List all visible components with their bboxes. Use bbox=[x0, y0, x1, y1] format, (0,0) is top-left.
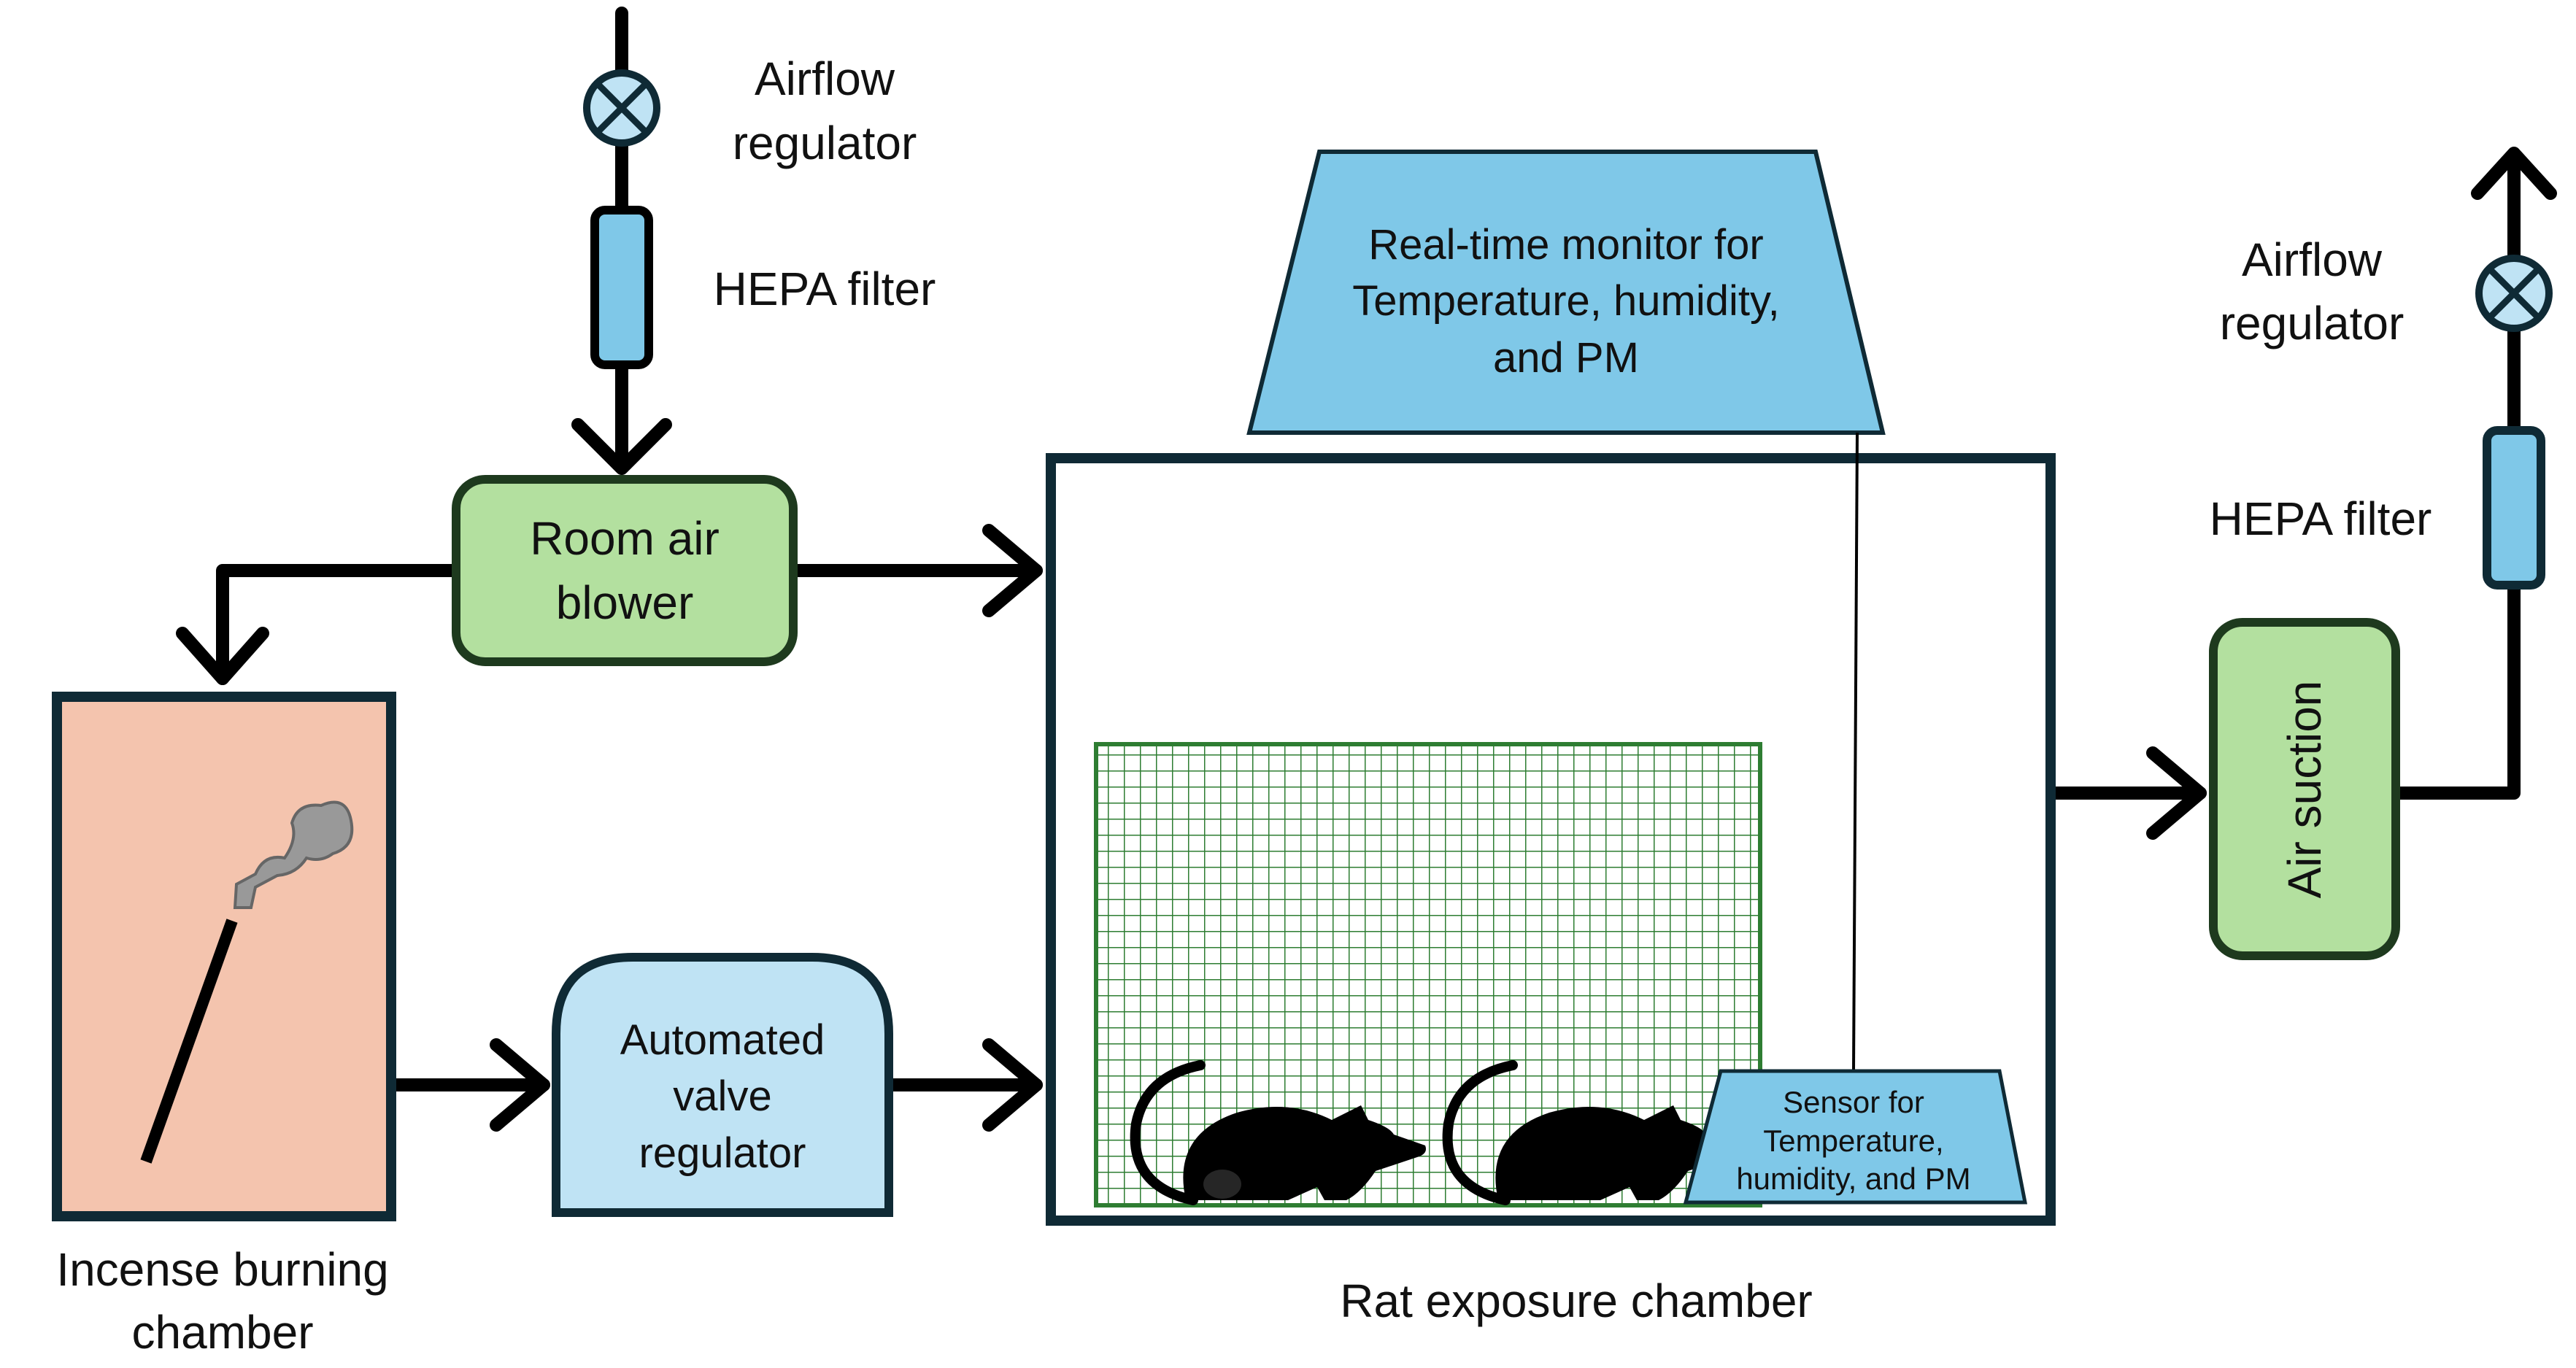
smoke-icon bbox=[233, 800, 354, 909]
monitor-label-1: Real-time monitor for bbox=[1368, 221, 1763, 268]
blower-to-incense-line bbox=[216, 564, 460, 685]
flow-lines bbox=[176, 7, 2557, 1132]
incense-chamber-label-2: chamber bbox=[132, 1306, 314, 1359]
room-air-blower-label-1: Room air bbox=[530, 512, 720, 565]
airflow-regulator-left-label-2: regulator bbox=[733, 117, 917, 169]
arrow-into-incense bbox=[176, 627, 269, 685]
airflow-regulator-left[interactable] bbox=[583, 69, 660, 147]
valve-cross-line bbox=[595, 82, 648, 134]
air-suction[interactable] bbox=[2209, 618, 2400, 960]
airflow-regulator-right[interactable] bbox=[2475, 255, 2553, 332]
monitor-label-3: and PM bbox=[1493, 334, 1639, 382]
arrow-outlet bbox=[2471, 147, 2557, 200]
sensor-cable bbox=[1852, 432, 1859, 1073]
arrow-into-chamber-bottom bbox=[982, 1038, 1043, 1132]
rat-silhouette-icon bbox=[1130, 1060, 1426, 1205]
air-suction-label: Air suction bbox=[2278, 681, 2331, 899]
airflow-regulator-right-label-1: Airflow bbox=[2242, 233, 2383, 286]
incense-chamber-label-1: Incense burning bbox=[56, 1243, 388, 1296]
rat-silhouette-icon bbox=[1442, 1060, 1738, 1205]
airflow-regulator-left-label-1: Airflow bbox=[755, 53, 895, 105]
valve-cross-line bbox=[2488, 267, 2540, 320]
arrow-into-suction bbox=[2146, 746, 2207, 840]
rat-chamber-label: Rat exposure chamber bbox=[1340, 1275, 1812, 1327]
automated-valve-label-3: regulator bbox=[639, 1129, 806, 1177]
automated-valve-label-1: Automated bbox=[620, 1016, 825, 1064]
room-air-blower-label-2: blower bbox=[556, 576, 694, 629]
sensor-label-2: Temperature, bbox=[1763, 1124, 1943, 1158]
arrow-into-blower bbox=[571, 418, 672, 475]
suction-to-filter-line bbox=[2393, 583, 2521, 800]
automated-valve-label-2: valve bbox=[673, 1073, 771, 1120]
hepa-filter-left-label: HEPA filter bbox=[714, 263, 936, 315]
hepa-filter-left[interactable] bbox=[590, 206, 653, 369]
arrow-into-chamber-top bbox=[982, 524, 1043, 617]
sensor-label-1: Sensor for bbox=[1783, 1085, 1924, 1119]
monitor-label-2: Temperature, humidity, bbox=[1352, 277, 1780, 325]
incense-stick-icon bbox=[140, 800, 354, 1164]
real-time-monitor[interactable] bbox=[1246, 150, 1886, 435]
sensor-unit[interactable] bbox=[1683, 1069, 2028, 1205]
room-air-blower[interactable] bbox=[452, 475, 798, 666]
arrow-into-valve bbox=[490, 1038, 550, 1132]
sensor-label-3: humidity, and PM bbox=[1736, 1162, 1970, 1196]
automated-valve-regulator[interactable] bbox=[552, 953, 893, 1217]
hepa-filter-right-label: HEPA filter bbox=[2210, 492, 2432, 545]
airflow-regulator-right-label-2: regulator bbox=[2220, 297, 2405, 349]
hepa-filter-right[interactable] bbox=[2483, 426, 2545, 590]
